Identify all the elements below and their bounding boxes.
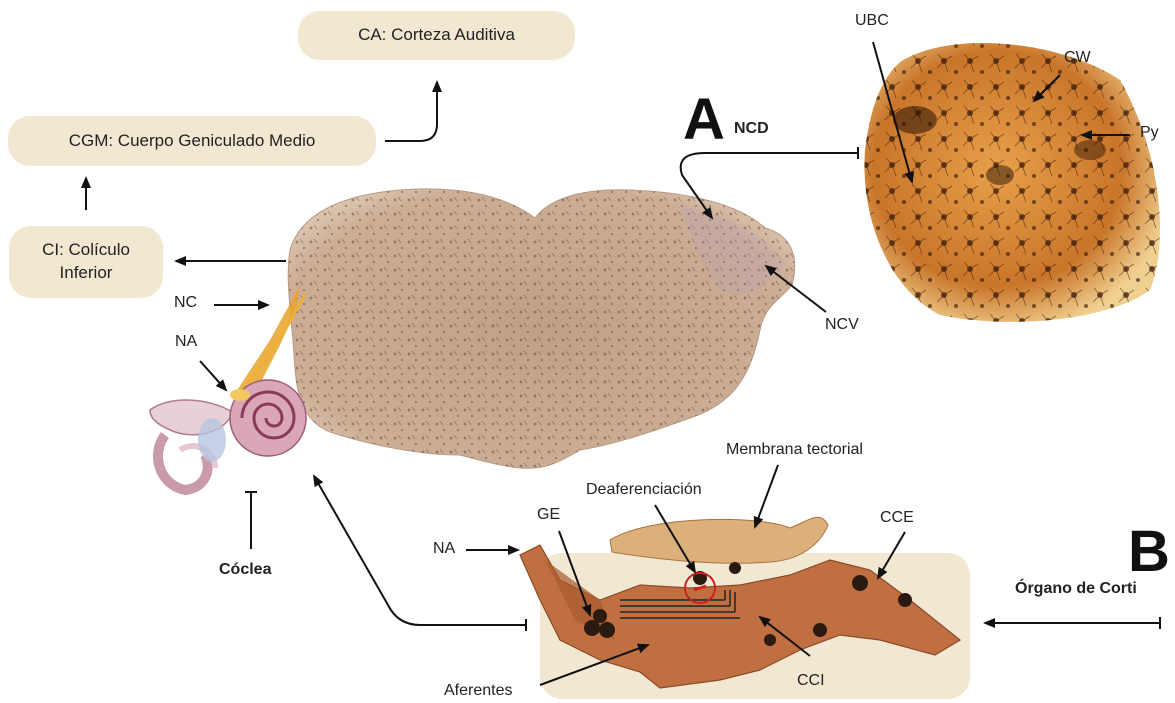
label-membrana-tectorial: Membrana tectorial xyxy=(726,441,863,459)
label-na-bottom: NA xyxy=(433,540,455,558)
label-deaferenciacion: Deaferenciación xyxy=(586,481,702,499)
label-coclea: Cóclea xyxy=(219,561,271,579)
panel-b-letter: B xyxy=(1128,523,1170,581)
label-ubc: UBC xyxy=(855,12,889,30)
label-cce: CCE xyxy=(880,509,914,527)
label-cw: CW xyxy=(1064,49,1091,67)
label-ncd: NCD xyxy=(734,120,769,138)
label-na-top: NA xyxy=(175,333,197,351)
microscopy-image xyxy=(864,43,1160,322)
label-organo-de-corti: Órgano de Corti xyxy=(1015,580,1137,598)
label-nc: NC xyxy=(174,294,197,312)
label-cci: CCI xyxy=(797,672,825,690)
label-py: Py xyxy=(1140,124,1159,142)
cochlea-illustration xyxy=(150,285,306,490)
label-ncv: NCV xyxy=(825,316,859,334)
label-aferentes: Aferentes xyxy=(444,682,512,700)
label-ge: GE xyxy=(537,506,560,524)
panel-a-letter: A xyxy=(683,91,725,149)
brainstem-section xyxy=(288,189,794,468)
